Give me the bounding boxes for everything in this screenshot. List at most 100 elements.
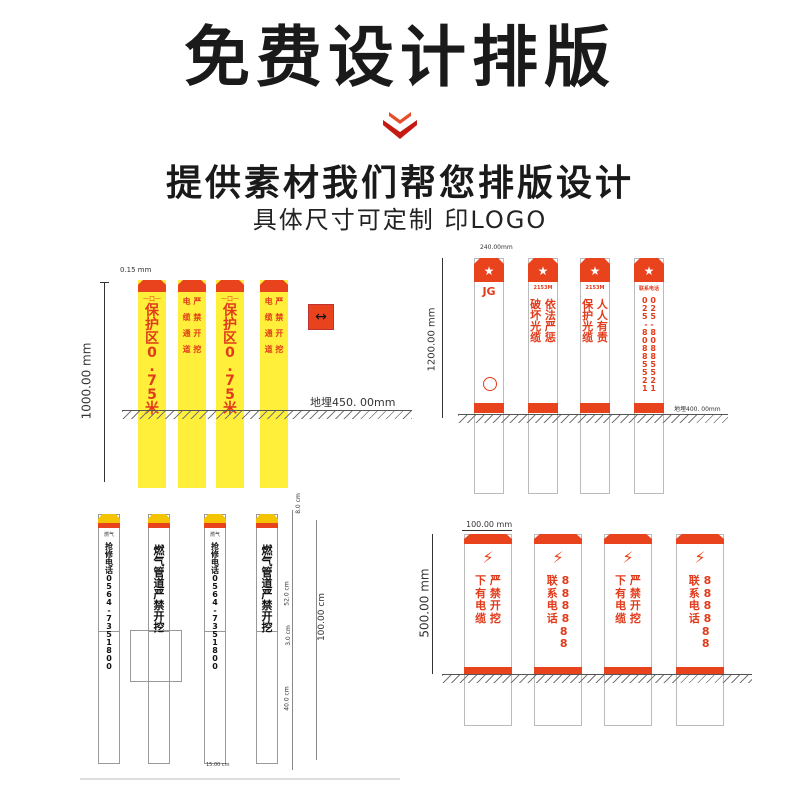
star-icon: ★ — [589, 264, 601, 278]
lightning-marker-post: ⚡ 下 严 有 禁 电 开 缆 挖 — [604, 534, 652, 726]
panel-c: 燃气抢 修 电 话 0 5 6 4 - 7 3 5 1 8 0 0 燃 气 管 道… — [80, 493, 400, 790]
post-cap-band — [98, 523, 120, 528]
post-text: 联 8 系 8 电 8 话 8 8 8 — [546, 574, 570, 651]
yellow-marker-post: 电 严 缆 禁 通 开 道 挖 — [178, 280, 206, 488]
double-arrow-icon: ↔ — [315, 309, 327, 325]
gas-marker-post: 燃气抢 修 电 话 0 5 6 4 - 7 3 5 1 8 0 0 — [204, 514, 226, 764]
post-text: 下 严 有 禁 电 开 缆 挖 — [475, 574, 501, 625]
star-icon: ★ — [537, 264, 549, 278]
star-icon: ★ — [643, 264, 655, 278]
post-cap — [580, 258, 610, 282]
burial-depth: 地埋450. 00mm — [310, 396, 396, 409]
lightning-marker-post: ⚡ 联 8 系 8 电 8 话 8 8 8 — [534, 534, 582, 726]
post-text: 燃 气 管 道 严 禁 开 挖 — [153, 544, 165, 634]
width-dimension: 100.00 mm — [466, 520, 513, 529]
post-cap-band — [256, 523, 278, 528]
lightning-icon: ⚡ — [622, 548, 634, 567]
post-text: 保 人 护 人 光 有 缆 责 — [582, 298, 608, 344]
white-marker-post: ★ 联系电话 0 0 2 2 5 5 - - 8 8 0 0 8 8 8 8 5 5… — [634, 258, 664, 494]
size-note: 具体尺寸可定制 印LOGO — [252, 206, 548, 234]
white-marker-post: ★ JG — [474, 258, 504, 494]
post-cap-band — [148, 523, 170, 528]
white-marker-post: ★ 2153M 破 依 坏 法 光 严 缆 惩 — [528, 258, 558, 494]
post-cap — [148, 514, 170, 524]
yellow-marker-post: 电 严 缆 禁 通 开 道 挖 — [260, 280, 288, 488]
lightning-icon: ⚡ — [482, 548, 494, 567]
post-text: 保 护 区 0 . 7 5 米 — [223, 303, 237, 417]
post-divider — [149, 631, 169, 632]
post-text: 抢 修 电 话 0 5 6 4 - 7 3 5 1 8 0 0 — [105, 542, 113, 671]
lightning-marker-post: ⚡ 下 严 有 禁 电 开 缆 挖 — [464, 534, 512, 726]
size-tag: ↔ — [308, 304, 334, 330]
post-cap — [178, 280, 206, 292]
post-base-band — [604, 667, 652, 675]
yellow-marker-post: 一口一保 护 区 0 . 7 5 米 — [138, 280, 166, 488]
post-divider — [257, 631, 277, 632]
post-cap — [464, 534, 512, 544]
height-dimension: 1200.00 mm — [426, 307, 438, 372]
post-cap — [474, 258, 504, 282]
post-text: 破 依 坏 法 光 严 缆 惩 — [530, 298, 556, 344]
subtitle: 提供素材我们帮您排版设计 — [165, 163, 634, 204]
height-dimension: 1000.00 mm — [79, 342, 94, 420]
post-cap — [138, 280, 166, 292]
post-cap — [634, 258, 664, 282]
post-small-label: JG — [482, 285, 496, 298]
post-cap — [256, 514, 278, 524]
gas-marker-post: 燃 气 管 道 严 禁 开 挖 — [256, 514, 278, 764]
gas-logo: 燃气 — [209, 532, 220, 538]
post-base-band — [534, 667, 582, 675]
dim-8: 8.0 cm — [294, 493, 302, 514]
post-text: 0 0 2 2 5 5 - - 8 8 0 0 8 8 8 8 5 5 5 5 … — [642, 296, 656, 393]
dim-52: 52.0 cm — [283, 581, 291, 606]
circle-mark — [483, 377, 497, 391]
dim-40: 40.0 cm — [283, 686, 291, 711]
dim-3: 3.0 cm — [284, 625, 292, 646]
post-base-band — [474, 403, 504, 413]
star-icon: ★ — [483, 264, 495, 278]
post-small-label: 一口一 — [142, 296, 161, 303]
small-dimension: 0.15 mm — [120, 266, 152, 274]
post-text: 联 8 系 8 电 8 话 8 8 8 — [688, 574, 712, 651]
post-small-label: 一口一 — [220, 296, 239, 303]
post-cap-band — [204, 523, 226, 528]
post-text: 电 严 缆 禁 通 开 道 挖 — [182, 297, 202, 354]
burial-depth: 地埋400. 00mm — [674, 406, 721, 413]
panel-d: 500.00 mm 100.00 mm ⚡ 下 严 有 禁 电 开 缆 挖 ⚡ 联 8… — [412, 516, 752, 756]
post-small-label: 2153M — [533, 285, 553, 291]
yellow-marker-post: 一口一保 护 区 0 . 7 5 米 — [216, 280, 244, 488]
post-cap — [204, 514, 226, 524]
gas-marker-post: 燃气抢 修 电 话 0 5 6 4 - 7 3 5 1 8 0 0 — [98, 514, 120, 764]
width-dimension: 240.00mm — [480, 244, 513, 251]
height-dimension: 500.00 mm — [417, 568, 432, 638]
chevron-down-icon — [383, 112, 417, 139]
panel-b: 1200.00 mm 240.00mm ★ JG ★ 2153M 破 依 坏 法 光 严… — [426, 244, 728, 500]
width-dimension: 15.00 cm — [206, 762, 230, 768]
post-divider — [99, 631, 119, 632]
post-base-band — [464, 667, 512, 675]
post-divider — [205, 631, 225, 632]
lightning-icon: ⚡ — [694, 548, 706, 567]
post-text: 抢 修 电 话 0 5 6 4 - 7 3 5 1 8 0 0 — [211, 542, 219, 671]
post-cap — [604, 534, 652, 544]
panel-a: 1000.00 mm 0.15 mm 一口一保 护 区 0 . 7 5 米电 严… — [79, 262, 420, 494]
post-text: 下 严 有 禁 电 开 缆 挖 — [615, 574, 641, 625]
post-text: 电 严 缆 禁 通 开 道 挖 — [264, 297, 284, 354]
post-small-label: 联系电话 — [638, 286, 659, 292]
post-base-band — [580, 403, 610, 413]
gas-marker-post: 燃 气 管 道 严 禁 开 挖 — [148, 514, 170, 764]
post-base-band — [676, 667, 724, 675]
post-cap — [260, 280, 288, 292]
white-marker-post: ★ 2153M 保 人 护 人 光 有 缆 责 — [580, 258, 610, 494]
post-text: 燃 气 管 道 严 禁 开 挖 — [261, 544, 273, 634]
headline: 免费设计排版 — [184, 19, 616, 96]
gas-logo: 燃气 — [103, 532, 114, 538]
post-base-band — [634, 403, 664, 413]
post-small-label: 2153M — [585, 285, 605, 291]
post-cap — [676, 534, 724, 544]
post-cap — [528, 258, 558, 282]
lightning-icon: ⚡ — [552, 548, 564, 567]
post-cap — [216, 280, 244, 292]
post-cap — [98, 514, 120, 524]
post-text: 保 护 区 0 . 7 5 米 — [145, 303, 159, 417]
